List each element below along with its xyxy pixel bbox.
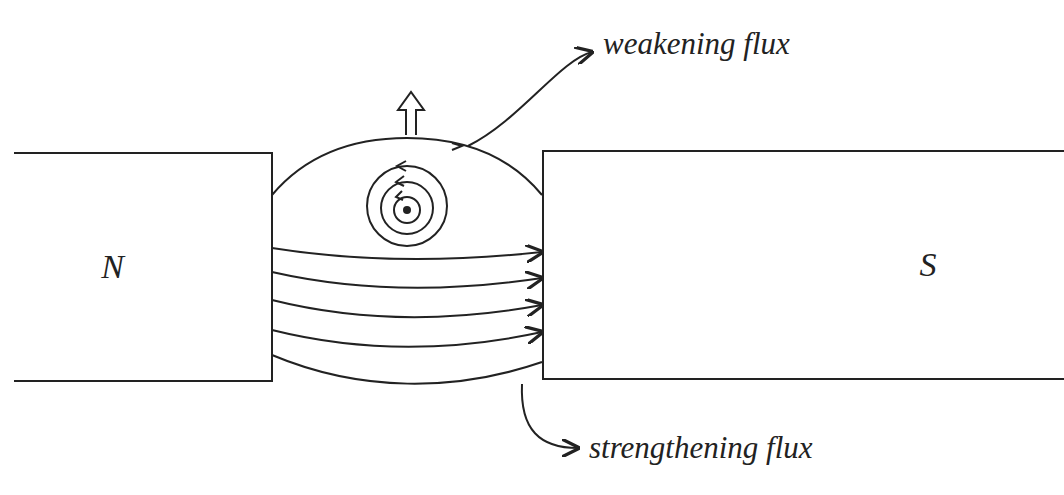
field-circle — [367, 166, 447, 246]
strengthening-flux-line — [272, 300, 542, 317]
pole-letter: N — [101, 248, 124, 286]
field-circle — [381, 182, 433, 234]
leader-line — [468, 52, 592, 146]
flux-label: strengthening flux — [586, 430, 816, 466]
strengthening-flux-line — [272, 272, 542, 288]
magnet-pole: S — [542, 150, 1064, 380]
strengthening-flux-line — [272, 330, 542, 347]
field-circle-arrow — [396, 191, 403, 200]
leader-line — [522, 384, 578, 448]
magnet-pole: N — [14, 152, 273, 382]
flux-arrow — [452, 143, 462, 150]
field-circle — [394, 197, 420, 223]
strengthening-flux-line — [272, 355, 542, 384]
flux-label: weakening flux — [600, 26, 793, 62]
force-arrow — [398, 92, 424, 135]
field-circle-arrow — [397, 161, 406, 171]
pole-letter: S — [920, 246, 937, 284]
strengthening-flux-line — [272, 248, 542, 259]
field-circle-arrow — [396, 176, 404, 186]
conductor-dot — [403, 206, 411, 214]
